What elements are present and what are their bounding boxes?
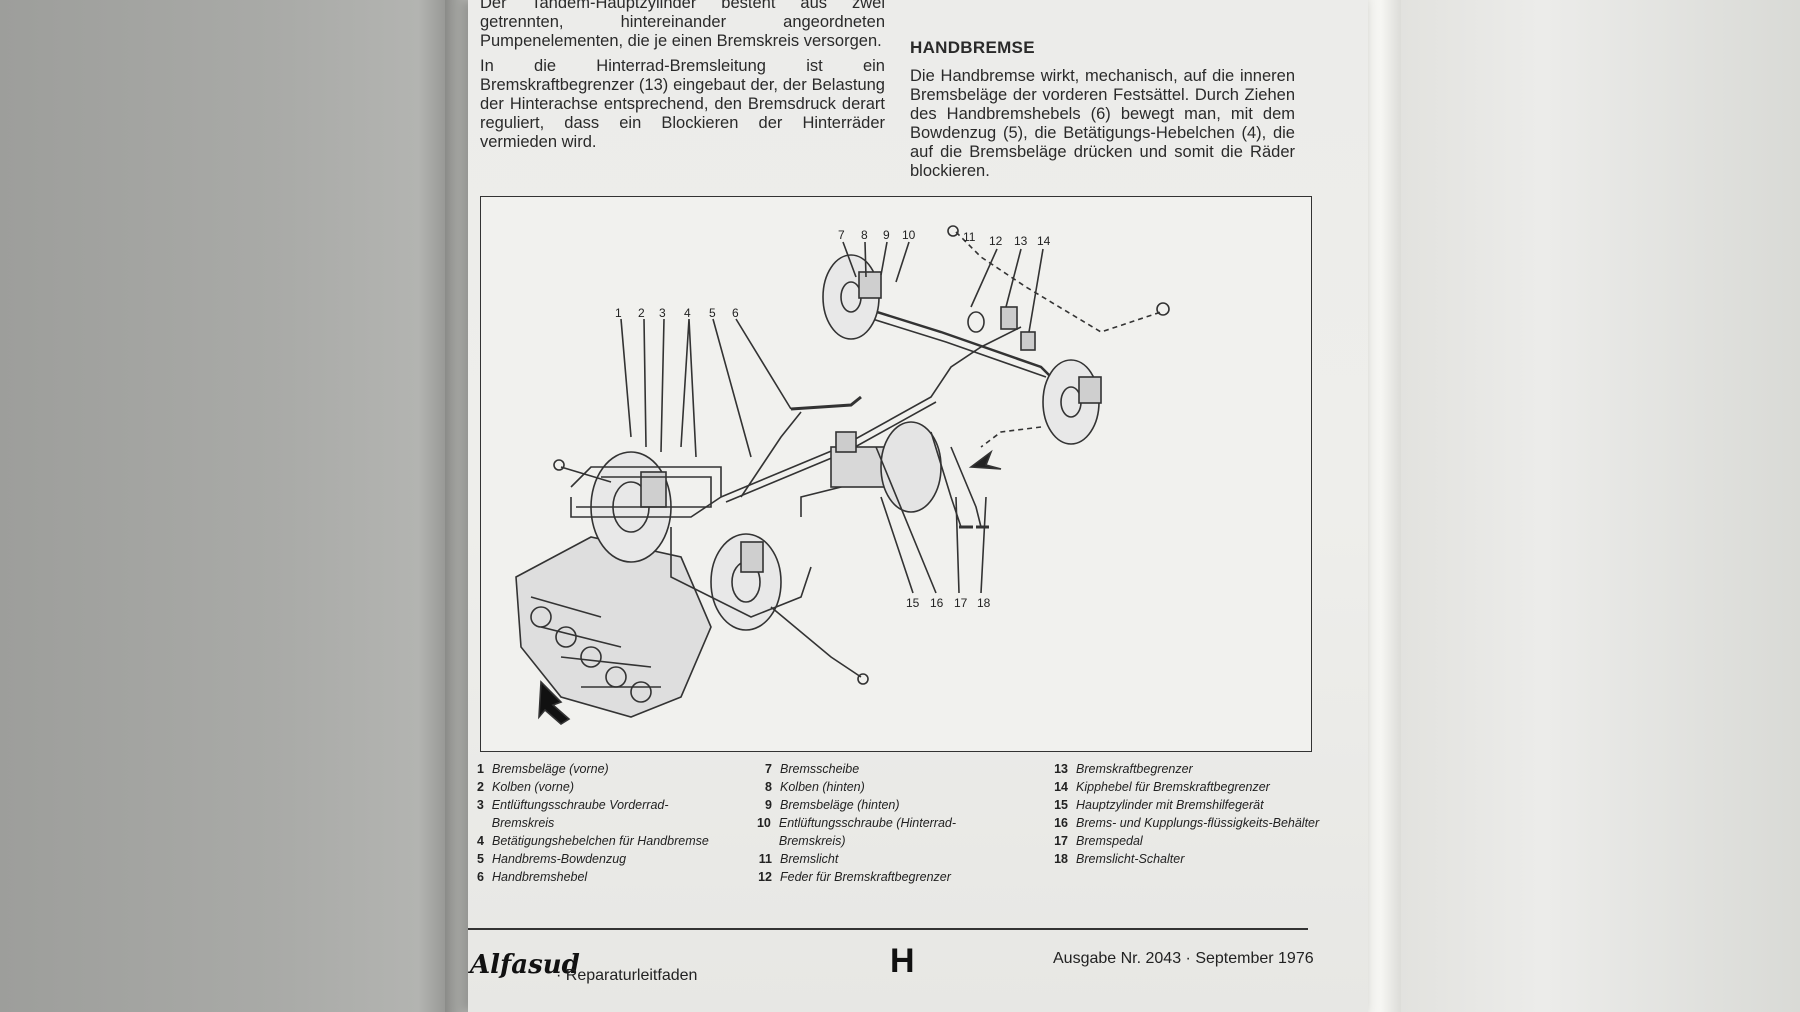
callout-10: 10 (902, 228, 916, 242)
intro-paragraph-2: In die Hinterrad-Bremsleitung ist ein Br… (480, 57, 885, 151)
callout-9: 9 (883, 228, 890, 242)
edition-info: Ausgabe Nr. 2043 · September 1976 (1053, 950, 1314, 967)
callout-11: 11 (963, 230, 976, 244)
background-surface (1370, 0, 1800, 1012)
brake-system-diagram: 1 2 3 4 5 6 7 8 9 10 11 12 13 14 15 16 1… (480, 196, 1312, 752)
callout-6: 6 (732, 306, 739, 320)
callout-2: 2 (638, 306, 645, 320)
callout-15: 15 (906, 596, 920, 610)
handbremse-section: HANDBREMSE Die Handbremse wirkt, mechani… (910, 38, 1295, 181)
callout-4: 4 (684, 306, 691, 320)
left-page (0, 0, 455, 1012)
callout-5: 5 (709, 306, 716, 320)
section-letter: H (890, 942, 915, 980)
manual-page: Der Tandem-Hauptzylinder besteht aus zwe… (468, 0, 1368, 1012)
intro-paragraph-1: Der Tandem-Hauptzylinder besteht aus zwe… (480, 0, 885, 50)
handbremse-body: Die Handbremse wirkt, mechanisch, auf di… (910, 67, 1295, 180)
callout-14: 14 (1037, 234, 1051, 248)
alfasud-logo: Alfasud (470, 950, 580, 980)
callout-8: 8 (861, 228, 868, 242)
callout-12: 12 (989, 234, 1003, 248)
callout-3: 3 (659, 306, 666, 320)
footer-rule (468, 928, 1308, 930)
intro-column: Der Tandem-Hauptzylinder besteht aus zwe… (480, 0, 885, 158)
callout-17: 17 (954, 596, 968, 610)
footer-title: · Reparaturleitfaden (556, 967, 698, 984)
callout-1: 1 (615, 306, 622, 320)
brake-diagram-drawing: 1 2 3 4 5 6 7 8 9 10 11 12 13 14 15 16 1… (515, 225, 1170, 725)
callout-16: 16 (930, 596, 944, 610)
callout-18: 18 (977, 596, 991, 610)
handbremse-heading: HANDBREMSE (910, 38, 1035, 57)
callout-7: 7 (838, 228, 845, 242)
callout-13: 13 (1014, 234, 1028, 248)
